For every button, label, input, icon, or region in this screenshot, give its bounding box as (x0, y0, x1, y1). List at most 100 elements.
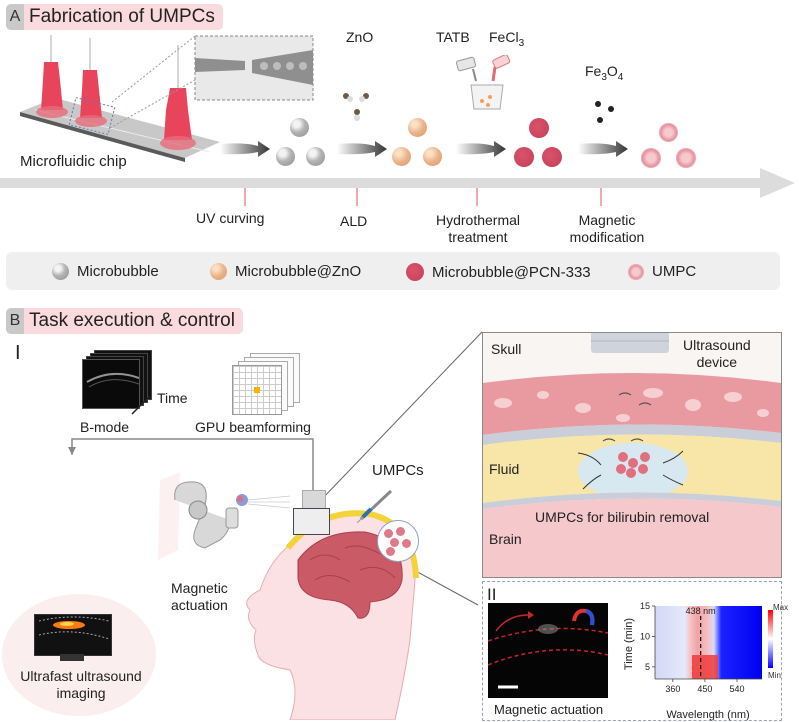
head-brain-illustration (246, 510, 419, 720)
reagent-tatb: TATB (436, 29, 470, 45)
wavelength-time-heatmap: 360 450 540 5 10 15 Max Min Wavelength (nm) T… (623, 601, 788, 721)
fe3o4-text: Fe3O4 (585, 63, 624, 83)
magnetic-line2: actuation (171, 597, 228, 613)
x-axis-label: Wavelength (nm) (666, 709, 749, 721)
y-tick-label: 15 (640, 601, 650, 611)
pcn-swatch-icon (406, 263, 424, 281)
imaging-line1: Ultrafast ultrasound (20, 668, 142, 684)
legend-umpc: UMPC (628, 263, 696, 280)
probe-zoom-box (293, 508, 330, 535)
reagent-fe3o4: Fe3O4 (585, 63, 623, 86)
microfluidic-chip-illustration (20, 35, 314, 162)
time-axis-icon (131, 395, 151, 415)
imaging-line2: imaging (56, 685, 106, 701)
device-line1: Ultrasound (683, 337, 751, 353)
x-tick-label: 540 (730, 684, 745, 694)
fe3o4-particles-icon (595, 101, 614, 123)
beaker-pouring-icon (455, 55, 511, 110)
colorbar-max: Max (773, 603, 788, 612)
x-tick-label: 360 (665, 684, 680, 694)
umpcs-label: UMPCs (372, 462, 424, 479)
magnetic-actuation-label: Magnetic actuation (171, 580, 228, 614)
brain-label: Brain (489, 531, 522, 547)
legend-label: UMPC (652, 263, 697, 280)
zno-swatch-icon (210, 263, 227, 280)
step-magnetic: Magnetic modification (569, 212, 645, 245)
colorbar (768, 610, 773, 668)
ultrafast-imaging-label: Ultrafast ultrasound imaging (6, 668, 156, 702)
zno-particles-icon (343, 93, 369, 121)
section-a-letter: A (6, 4, 24, 30)
x-tick-label: 450 (697, 684, 712, 694)
fluid-label: Fluid (489, 461, 520, 477)
skull-label: Skull (491, 341, 522, 357)
tick-hydrothermal (476, 188, 478, 206)
step-ald: ALD (340, 213, 368, 229)
tissue-layers (483, 333, 781, 577)
reagent-zno: ZnO (346, 29, 374, 45)
microbubble-cluster (276, 118, 332, 168)
y-tick-label: 5 (645, 662, 650, 672)
zno-bubble-cluster (392, 118, 448, 168)
bmode-stack-icon (80, 350, 152, 410)
umpc-swatch-icon (628, 263, 644, 280)
needle-2 (75, 38, 107, 127)
magnetic-actuation-image (487, 603, 609, 698)
robot-arm-illustration (158, 472, 291, 560)
bilirubin-removal-label: UMPCs for bilirubin removal (535, 509, 710, 525)
ultrasound-device-label: Ultrasound device (683, 337, 751, 371)
reagent-fecl3: FeCl3 (489, 29, 524, 52)
peak-annotation: 438 nm (686, 606, 716, 616)
flow-arrow-1 (220, 141, 270, 157)
section-b-letter: B (6, 308, 24, 334)
time-label: Time (157, 390, 188, 406)
legend-label: Microbubble (77, 263, 159, 280)
device-line2: device (696, 354, 738, 370)
timeline-arrowhead (760, 168, 795, 198)
ii-image-caption: Magnetic actuation (494, 702, 604, 717)
chip-label: Microfluidic chip (20, 153, 127, 170)
gpu-grid-icon (232, 353, 302, 415)
flow-arrow-4 (578, 141, 628, 157)
legend-microbubble-pcn: Microbubble@PCN-333 (406, 263, 591, 281)
section-b-title: Task execution & control (29, 310, 235, 331)
timeline-bar (0, 178, 760, 188)
umpc-cluster (641, 123, 701, 173)
needle-3 (160, 45, 196, 150)
pcn-bubble-cluster (514, 118, 570, 168)
flow-arrow-3 (456, 141, 506, 157)
magnetic-line1: Magnetic (171, 580, 228, 596)
y-tick-label: 10 (640, 631, 650, 641)
magnet-icon (572, 608, 595, 626)
syringe-icon (357, 489, 393, 523)
microbubble-swatch-icon (52, 263, 69, 280)
tick-uv-curving (244, 188, 246, 206)
step-uv-curving: UV curving (196, 210, 265, 226)
legend-bar: Microbubble Microbubble@ZnO Microbubble@… (6, 252, 780, 290)
legend-microbubble-zno: Microbubble@ZnO (210, 263, 361, 280)
legend-microbubble: Microbubble (52, 263, 159, 280)
section-b-header: B Task execution & control (6, 308, 243, 334)
bmode-label: B-mode (80, 419, 130, 435)
tissue-inset-panel: Skull Ultrasound device Fluid UMPCs for … (482, 332, 782, 578)
monitor-stand (60, 654, 84, 661)
step-hydrothermal: Hydrothermal treatment (435, 212, 521, 245)
tick-magnetic (600, 188, 602, 206)
fecl3-text: FeCl3 (489, 29, 525, 49)
heatmap-hot-base (692, 655, 718, 679)
section-a-title: Fabrication of UMPCs (29, 6, 215, 27)
subpanel-ii (482, 581, 782, 721)
tick-ald (356, 188, 358, 206)
section-a-header: A Fabrication of UMPCs (6, 4, 223, 30)
imaging-monitor (34, 614, 112, 656)
colorbar-min: Min (768, 671, 781, 680)
subpanel-i-label: I (15, 342, 21, 364)
subpanel-ii-label: II (487, 585, 497, 604)
gpu-beamforming-label: GPU beamforming (195, 419, 311, 435)
legend-label: Microbubble@ZnO (235, 263, 362, 280)
flow-arrow-2 (337, 141, 387, 157)
umpc-magnified-circle (377, 520, 419, 562)
legend-label: Microbubble@PCN-333 (432, 263, 591, 281)
y-axis-label: Time (min) (623, 618, 635, 670)
needle-1 (36, 35, 68, 118)
